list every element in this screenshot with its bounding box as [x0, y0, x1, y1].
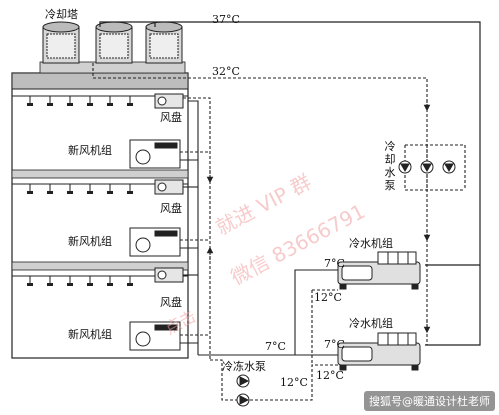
temp-7-chiller-2: 7°C [324, 338, 345, 351]
chiller-label-2: 冷水机组 [349, 317, 393, 330]
cooling-tower-3 [145, 21, 183, 64]
temp-32-label: 32°C [212, 65, 240, 78]
cooling-tower-label: 冷却塔 [45, 8, 78, 21]
chiller-1 [337, 251, 421, 290]
temp-12-chiller-2: 12°C [316, 369, 344, 382]
cooling-tower-2 [95, 21, 133, 64]
chilled-water-risers [180, 100, 338, 356]
chilled-water-return [180, 97, 338, 401]
temp-12-return-main: 12°C [280, 376, 308, 389]
chiller-label-1: 冷水机组 [349, 237, 393, 250]
cooling-water-pumps [398, 160, 456, 174]
temp-37-label: 37°C [212, 13, 240, 26]
fan-coil-label-1: 风盘 [160, 111, 182, 124]
chilled-water-pump-label: 冷冻水泵 [222, 360, 266, 373]
cooling-tower-1 [42, 21, 80, 64]
temp-12-chiller-1: 12°C [314, 291, 342, 304]
fresh-air-unit-label-3: 新风机组 [68, 328, 112, 341]
temp-7-chiller-1: 7°C [324, 257, 345, 270]
fresh-air-unit-label-2: 新风机组 [68, 235, 112, 248]
building [11, 61, 189, 359]
chiller-2 [337, 332, 421, 371]
fresh-air-unit-label-1: 新风机组 [68, 144, 112, 157]
chilled-water-pumps [236, 374, 250, 407]
cooling-water-pump-label: 冷却水泵 [384, 140, 396, 192]
cooling-water-piping [99, 21, 481, 346]
temp-7-supply-main: 7°C [265, 340, 286, 353]
source-credit: 搜狐号@暖通设计杜老师 [364, 391, 495, 411]
fan-coil-label-3: 风盘 [160, 296, 182, 309]
fan-coil-label-2: 风盘 [160, 202, 182, 215]
chillers [337, 251, 421, 371]
terminal-units [129, 93, 184, 351]
cooling-towers [42, 21, 183, 64]
